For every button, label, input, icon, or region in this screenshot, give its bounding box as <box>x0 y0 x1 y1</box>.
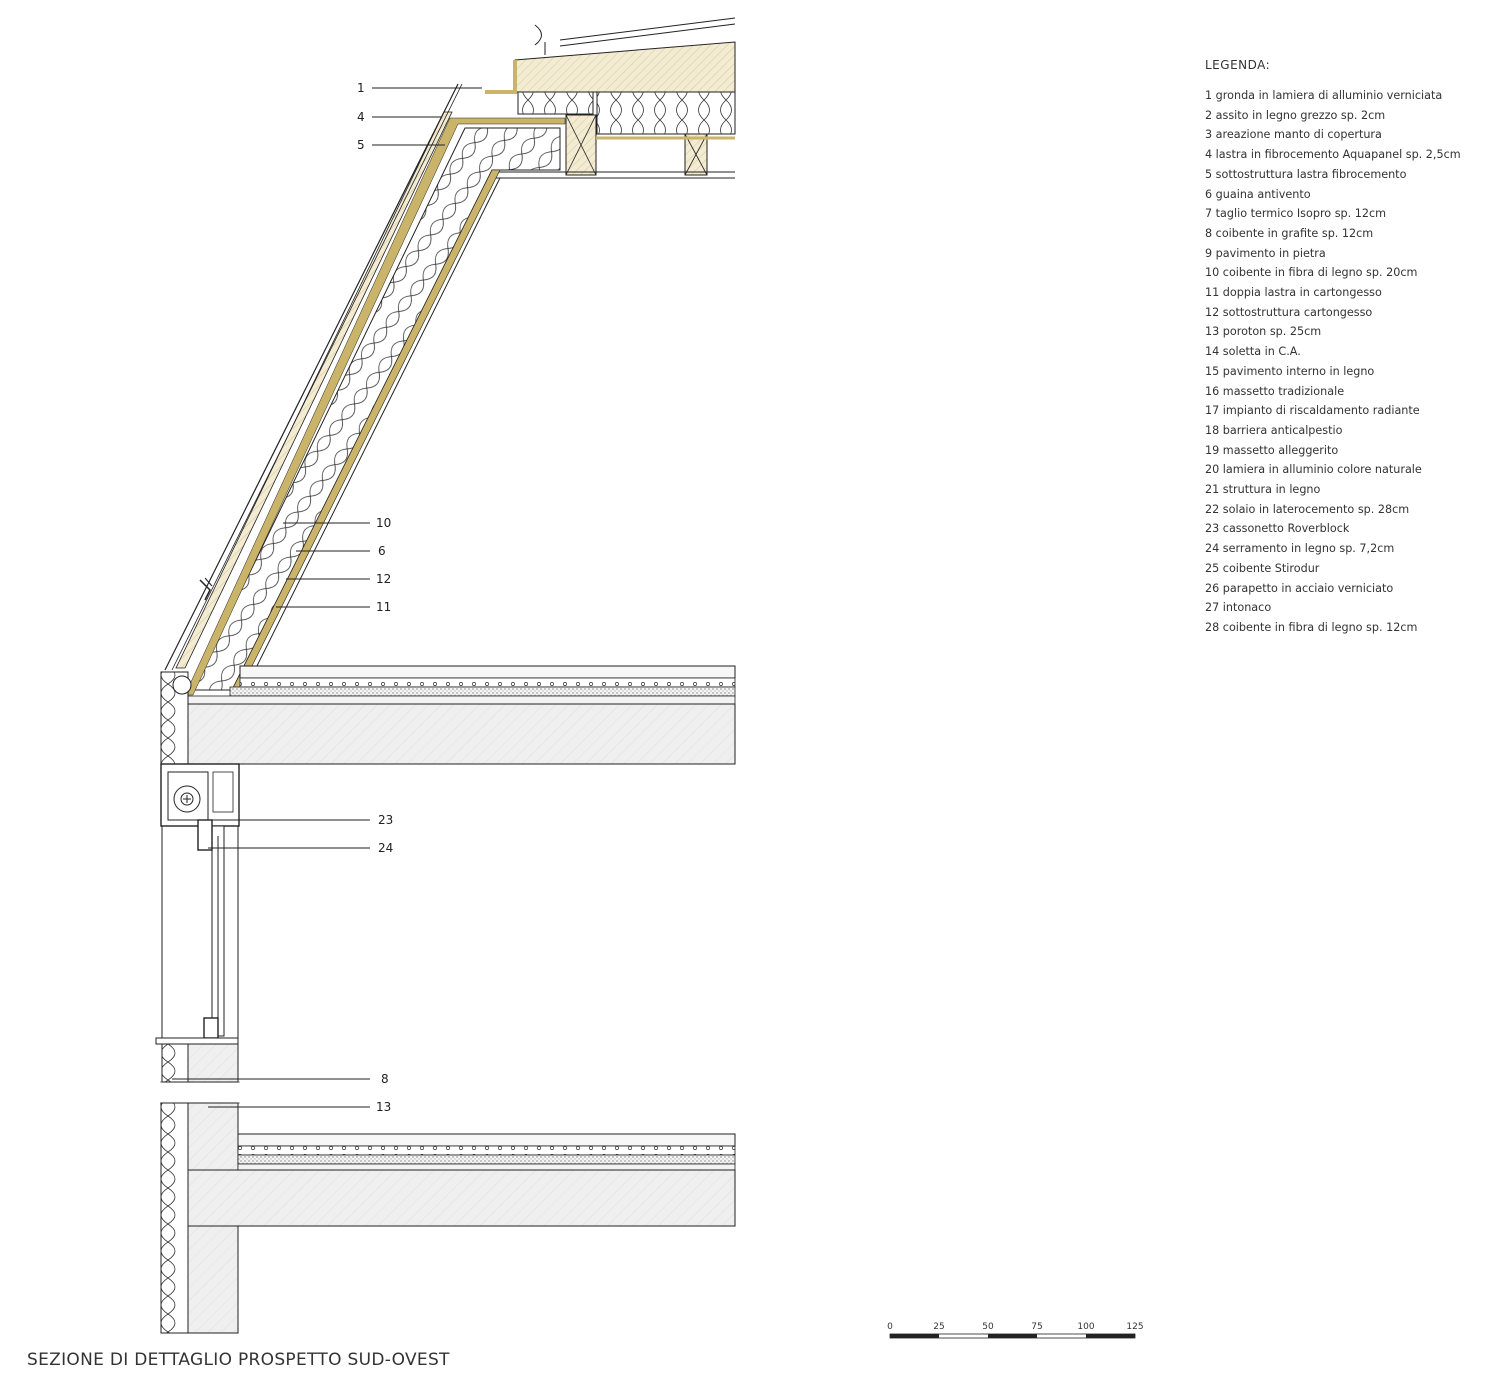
legend-item: 15 pavimento interno in legno <box>1205 364 1375 378</box>
callout-23: 23 <box>378 813 394 827</box>
legend-item: 3 areazione manto di copertura <box>1205 128 1382 142</box>
roof-top-insulation-small <box>517 91 594 115</box>
callout-8: 8 <box>381 1072 389 1086</box>
roof-sloped-assembly <box>164 83 566 696</box>
legend-item: 12 sottostruttura cartongesso <box>1205 305 1373 319</box>
legend-title: LEGENDA: <box>1205 58 1271 72</box>
legend-item: 1 gronda in lamiera di alluminio vernici… <box>1205 89 1443 102</box>
scale-bar <box>889 1333 1136 1339</box>
legend-item: 18 barriera anticalpestio <box>1205 423 1343 437</box>
drawing-title: SEZIONE DI DETTAGLIO PROSPETTO SUD-OVEST <box>27 1350 450 1370</box>
legend-item: 5 sottostruttura lastra fibrocemento <box>1205 167 1407 181</box>
sloped-drywall-layer <box>231 169 501 691</box>
legend-item: 11 doppia lastra in cartongesso <box>1205 286 1382 300</box>
legend-item: 28 coibente in fibra di legno sp. 12cm <box>1205 620 1418 634</box>
legend-item: 27 intonaco <box>1205 601 1272 615</box>
legend-item: 26 parapetto in acciaio verniciato <box>1205 581 1394 595</box>
legend-item: 25 coibente Stirodur <box>1205 561 1320 575</box>
callout-11: 11 <box>376 600 392 614</box>
legend: LEGENDA: 1 gronda in lamiera di allumini… <box>1205 58 1485 638</box>
legend-item: 14 soletta in C.A. <box>1205 345 1301 359</box>
scale-label: 100 <box>1077 1322 1095 1332</box>
legend-item: 24 serramento in legno sp. 7,2cm <box>1205 542 1395 556</box>
scale-label: 25 <box>933 1322 945 1332</box>
scale-label: 125 <box>1126 1322 1144 1332</box>
leader-lines <box>172 87 482 1108</box>
legend-item: 16 massetto tradizionale <box>1205 384 1345 398</box>
callout-13: 13 <box>376 1100 392 1114</box>
legend-item: 17 impianto di riscaldamento radiante <box>1205 404 1420 418</box>
callout-12: 12 <box>376 572 392 586</box>
legend-item: 22 solaio in laterocemento sp. 28cm <box>1205 502 1410 516</box>
legend-item: 4 lastra in fibrocemento Aquapanel sp. 2… <box>1205 148 1461 162</box>
legend-item: 13 poroton sp. 25cm <box>1205 325 1322 339</box>
legend-item: 9 pavimento in pietra <box>1205 246 1326 260</box>
callout-6: 6 <box>378 544 386 558</box>
legend-list: 1 gronda in lamiera di alluminio vernici… <box>1205 86 1485 638</box>
legend-item: 2 assito in legno grezzo sp. 2cm <box>1205 108 1386 122</box>
callout-10: 10 <box>376 516 392 530</box>
legend-item: 23 cassonetto Roverblock <box>1205 522 1350 536</box>
legend-item: 7 taglio termico Isopro sp. 12cm <box>1205 207 1387 221</box>
callout-4: 4 <box>357 110 365 124</box>
scale-label: 75 <box>1031 1322 1043 1332</box>
roof-top-insulation <box>596 91 736 135</box>
legend-item: 19 massetto alleggerito <box>1205 443 1339 457</box>
legend-item: 10 coibente in fibra di legno sp. 20cm <box>1205 266 1418 280</box>
callout-1: 1 <box>357 81 365 95</box>
callout-5: 5 <box>357 138 365 152</box>
roof-top-boarding <box>514 41 736 93</box>
lower-wall-and-slab <box>160 1081 736 1334</box>
callout-24: 24 <box>378 841 394 855</box>
legend-item: 20 lamiera in alluminio colore naturale <box>1205 463 1422 477</box>
facade-wall <box>155 671 240 1083</box>
upper-floor-slab <box>187 665 736 765</box>
sloped-fibercement-board <box>175 111 453 669</box>
legend-item: 8 coibente in grafite sp. 12cm <box>1205 226 1374 240</box>
scale-label: 50 <box>982 1322 994 1332</box>
legend-item: 21 struttura in legno <box>1205 483 1321 497</box>
roof-top-assembly <box>485 17 736 179</box>
scale-label: 0 <box>887 1322 893 1332</box>
legend-item: 6 guaina antivento <box>1205 187 1311 201</box>
